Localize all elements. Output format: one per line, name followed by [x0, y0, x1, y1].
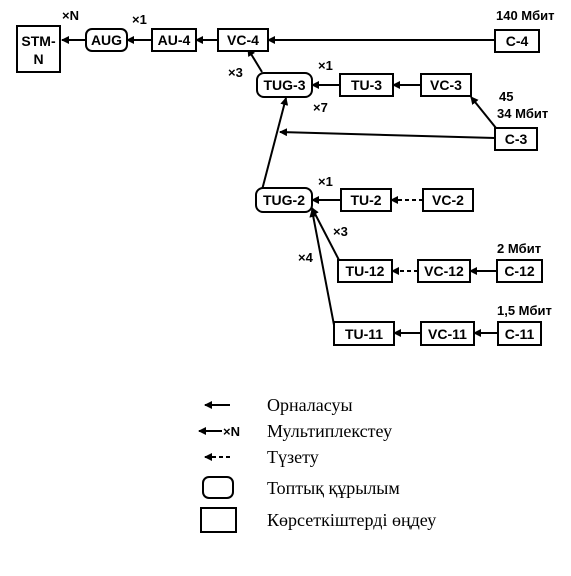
stm-n-box: [16, 25, 61, 73]
legend-pointer-processing-swatch: [200, 507, 237, 533]
vc11-label: VC-11: [428, 326, 467, 342]
c11-label: C-11: [505, 326, 535, 342]
vc2-box: [422, 188, 474, 212]
node-vc3: VC-3: [420, 73, 472, 97]
vc11-box: [420, 321, 475, 346]
rate-c4: 140 Мбит: [496, 8, 555, 23]
tu2-box: [340, 188, 392, 212]
node-tu11: TU-11: [333, 321, 395, 346]
vc12-label: VC-12: [424, 263, 464, 279]
node-c12: C-12: [496, 259, 543, 283]
vc12-box: [417, 259, 471, 283]
node-c4: C-4: [494, 29, 540, 53]
node-au4: AU-4: [151, 28, 197, 52]
multiplier-tu12-x3: ×3: [333, 224, 348, 239]
tu11-label: TU-11: [345, 326, 383, 342]
rate-c3-45: 45: [499, 89, 513, 104]
au4-box: [151, 28, 197, 52]
multiplier-aug-x1: ×1: [132, 12, 147, 27]
arrow-c3-to-tug3: [279, 128, 496, 139]
vc3-label: VC-3: [430, 77, 462, 93]
multiplier-tug3-x7: ×7: [313, 100, 328, 115]
tu3-label: TU-3: [351, 77, 382, 93]
node-tug3: TUG-3: [256, 72, 313, 98]
legend-pointer-processing-text: Көрсеткіштерді өңдеу: [267, 510, 436, 530]
legend-group-structure-text: Топтық құрылым: [267, 478, 400, 498]
rate-labels: 140 Мбит 45 34 Мбит 2 Мбит 1,5 Мбит: [496, 8, 555, 318]
tug3-box: [256, 72, 313, 98]
arrow-tug3-to-vc4: [247, 48, 263, 73]
au4-label: AU-4: [158, 32, 191, 48]
tu2-label: TU-2: [350, 192, 381, 208]
multiplier-stm-xn: ×N: [62, 8, 79, 23]
multiplier-tu2-x1: ×1: [318, 174, 333, 189]
node-aug: AUG: [85, 28, 128, 52]
stm-n-label-2: N: [33, 51, 43, 67]
node-tu3: TU-3: [339, 73, 394, 97]
multiplier-tu11-x4: ×4: [298, 250, 314, 265]
node-tug2: TUG-2: [255, 187, 313, 213]
arrow-tug2-to-tug3: [261, 97, 289, 191]
legend-alignment-text: Түзету: [267, 447, 319, 467]
node-vc12: VC-12: [417, 259, 471, 283]
aug-label: AUG: [91, 32, 122, 48]
rate-c3-34: 34 Мбит: [497, 106, 548, 121]
tug2-box: [255, 187, 313, 213]
vc4-box: [217, 28, 269, 52]
aug-box: [85, 28, 128, 52]
c11-box: [497, 321, 542, 346]
c3-label: C-3: [505, 131, 528, 147]
c3-box: [494, 127, 538, 151]
multiplier-tug3-x3: ×3: [228, 65, 243, 80]
tug2-label: TUG-2: [263, 192, 305, 208]
node-vc4: VC-4: [217, 28, 269, 52]
tu3-box: [339, 73, 394, 97]
tu12-label: TU-12: [346, 263, 385, 279]
legend-multiplexing-tag: ×N: [223, 424, 240, 439]
vc4-label: VC-4: [227, 32, 259, 48]
rate-c12: 2 Мбит: [497, 241, 541, 256]
vc2-label: VC-2: [432, 192, 464, 208]
c12-box: [496, 259, 543, 283]
stm-n-label-1: STM-: [21, 33, 56, 49]
c4-box: [494, 29, 540, 53]
legend: Орналасуы ×N Мультиплекстеу Түзету Топты…: [198, 395, 436, 533]
legend-placement-text: Орналасуы: [267, 395, 353, 415]
node-c3: C-3: [494, 127, 538, 151]
rate-c11: 1,5 Мбит: [497, 303, 552, 318]
node-stm-n: STM- N: [16, 25, 61, 73]
node-vc11: VC-11: [420, 321, 475, 346]
node-tu2: TU-2: [340, 188, 392, 212]
legend-multiplexing-text: Мультиплекстеу: [267, 421, 392, 441]
arrow-c3-to-vc3: [470, 96, 497, 129]
tu12-box: [337, 259, 393, 283]
node-tu12: TU-12: [337, 259, 393, 283]
multiplier-tu3-x1: ×1: [318, 58, 333, 73]
node-vc2: VC-2: [422, 188, 474, 212]
legend-group-structure-swatch: [202, 476, 234, 499]
node-c11: C-11: [497, 321, 542, 346]
c4-label: C-4: [506, 33, 529, 49]
tu11-box: [333, 321, 395, 346]
vc3-box: [420, 73, 472, 97]
c12-label: C-12: [504, 263, 535, 279]
multiplier-labels: ×N ×1 ×3 ×1 ×7 ×1 ×3 ×4: [62, 8, 348, 265]
tug3-label: TUG-3: [264, 77, 306, 93]
